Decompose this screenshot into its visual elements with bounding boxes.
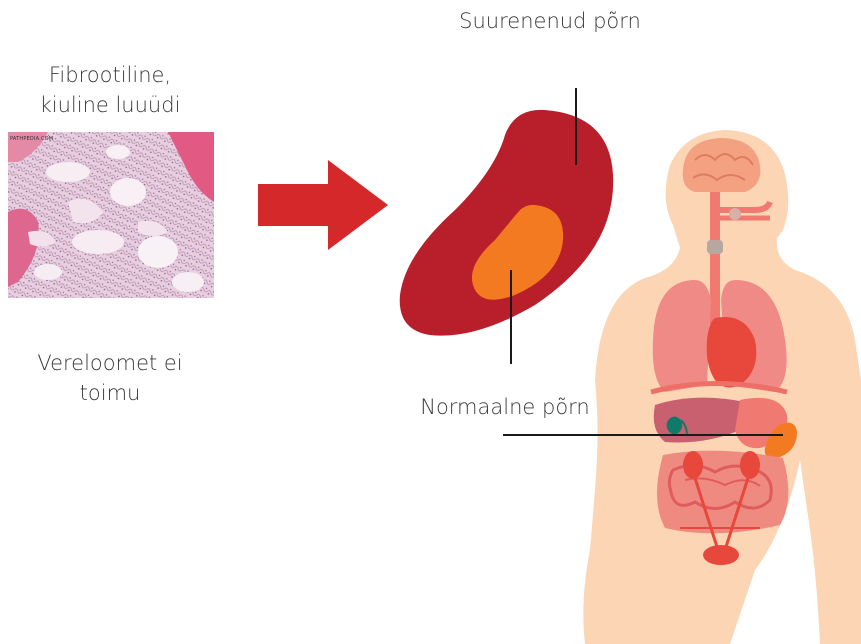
right-arrow-icon [258,160,388,250]
enlarged-spleen-label: Suurenenud põrn [420,6,680,36]
no-hematopoiesis-label-line2: toimu [10,378,210,408]
brain-shape [683,138,761,192]
micrograph-watermark: PATHPEDIA.COM [10,136,53,142]
body-spleen-pointer-line [503,434,783,436]
no-hematopoiesis-label-line1: Vereloomet ei [10,348,210,378]
intestines-shape [657,451,788,534]
human-anatomy-icon [555,130,861,644]
fibrotic-marrow-label-line1: Fibrootiline, [10,60,210,90]
micrograph-image [8,132,214,298]
fibrotic-marrow-label: Fibrootiline, kiuline luuüdi [10,60,210,120]
no-hematopoiesis-label: Vereloomet ei toimu [10,348,210,408]
bladder-shape [703,545,739,565]
fibrotic-marrow-label-line2: kiuline luuüdi [10,90,210,120]
bone-marrow-micrograph: PATHPEDIA.COM [8,132,214,298]
